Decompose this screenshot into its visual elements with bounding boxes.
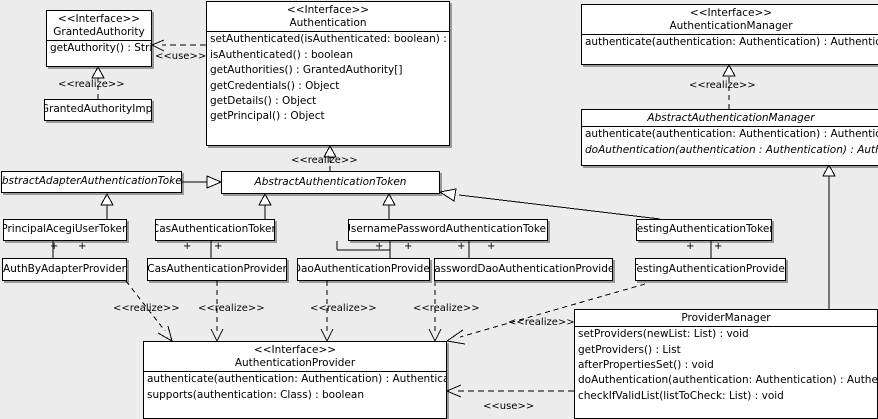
class-header: <<Interface>> GrantedAuthority [47,11,151,40]
class-name: PasswordDaoAuthenticationProvider [434,262,613,275]
association-plus-marker: + [686,241,695,252]
class-name: AuthenticationManager [669,20,793,33]
divider [144,371,446,373]
label-realize-password-dao-provider: <<realize>> [413,303,480,314]
label-realize-abstract-authentication-token: <<realize>> [291,155,358,166]
operation: getAuthority() : String [50,42,152,55]
class-testing-authentication-provider[interactable]: TestingAuthenticationProvider [635,258,786,281]
class-name: CasAuthenticationToken [155,223,275,236]
class-name: DaoAuthenticationProvider [297,262,430,275]
operations-compartment: setAuthenticated(isAuthenticated: boolea… [207,32,449,125]
class-abstract-adapter-authentication-token[interactable]: AbstractAdapterAuthenticationToken [1,171,182,193]
operation: setProviders(newList: List) : void [578,328,749,341]
class-auth-by-adapter-provider[interactable]: AuthByAdapterProvider [2,258,127,281]
operation: getDetails() : Object [210,95,317,107]
operation: doAuthentication(authentication: Authent… [578,374,878,387]
class-name: CasAuthenticationProvider [147,262,287,275]
association-plus-marker: + [214,241,223,252]
class-name: TestingAuthenticationProvider [635,262,786,275]
association-plus-marker: + [183,241,192,252]
label-realize-testing-provider: <<realize>> [508,317,575,328]
label-realize-abstract-authentication-manager: <<realize>> [689,80,756,91]
association-plus-marker: + [404,241,413,252]
class-abstract-authentication-manager[interactable]: AbstractAuthenticationManager authentica… [581,109,878,166]
class-username-password-authentication-token[interactable]: UsernamePasswordAuthenticationToken [348,219,548,241]
class-authentication-provider[interactable]: <<Interface>> AuthenticationProvider aut… [143,341,447,419]
class-principal-acegi-user-token[interactable]: PrincipalAcegiUserToken [3,219,127,241]
association-plus-marker: + [457,241,466,252]
class-header: <<Interface>> AuthenticationManager [582,5,878,34]
label-realize-cas-provider: <<realize>> [198,303,265,314]
class-name: AbstractAuthenticationManager [647,112,815,124]
label-use-granted-authority: <<use>> [155,51,207,62]
class-name: AbstractAuthenticationToken [254,175,407,188]
class-provider-manager[interactable]: ProviderManager setProviders(newList: Li… [574,309,878,419]
class-name: AuthByAdapterProvider [3,262,126,275]
class-name: TestingAuthenticationToken [636,223,772,236]
association-plus-marker: + [714,241,723,252]
operation: checkIfValidList(listToCheck: List) : vo… [578,389,784,402]
operations-compartment: authenticate(authentication: Authenticat… [582,35,878,50]
class-header: <<Interface>> Authentication [207,2,449,31]
operation: supports(authentication: Class) : boolea… [147,388,364,401]
class-authentication[interactable]: <<Interface>> Authentication setAuthenti… [206,1,450,146]
operation: getAuthorities() : GrantedAuthority[] [210,64,403,77]
operations-compartment: authenticate(authentication: Authenticat… [582,127,878,158]
class-name: AbstractAdapterAuthenticationToken [1,175,182,188]
operation: afterPropertiesSet() : void [578,359,714,371]
divider [575,326,877,328]
divider [582,34,878,36]
operation: doAuthentication(authentication : Authen… [585,143,878,156]
class-password-dao-authentication-provider[interactable]: PasswordDaoAuthenticationProvider [434,258,613,281]
label-use-provider-manager: <<use>> [483,401,535,412]
stereotype-label: <<Interface>> [253,344,337,356]
class-dao-authentication-provider[interactable]: DaoAuthenticationProvider [297,258,430,281]
operations-compartment: authenticate(authentication: Authenticat… [144,372,446,403]
class-name: Authentication [289,17,367,30]
association-plus-marker: + [487,241,496,252]
class-header: ProviderManager [575,310,877,326]
association-plus-marker: + [375,241,384,252]
class-name: GrantedAuthority [53,26,145,39]
association-plus-marker: + [78,241,87,252]
class-name: ProviderManager [681,312,771,324]
operation: authenticate(authentication: Authenticat… [585,128,878,141]
class-testing-authentication-token[interactable]: TestingAuthenticationToken [636,219,772,241]
label-realize-dao-provider: <<realize>> [310,303,377,314]
association-plus-marker: + [50,241,59,252]
divider [582,126,878,128]
operation: authenticate(authentication: Authenticat… [585,36,878,49]
class-cas-authentication-provider[interactable]: CasAuthenticationProvider [147,258,287,281]
class-header: AbstractAuthenticationManager [582,110,878,126]
operation: setAuthenticated(isAuthenticated: boolea… [210,33,450,46]
class-name: AuthenticationProvider [234,357,356,370]
class-granted-authority[interactable]: <<Interface>> GrantedAuthority getAuthor… [46,10,152,67]
operation: getProviders() : List [578,343,681,356]
class-authentication-manager[interactable]: <<Interface>> AuthenticationManager auth… [581,4,878,65]
class-name: GrantedAuthorityImpl [44,103,152,116]
operations-compartment: getAuthority() : String [47,41,151,56]
label-realize-granted-authority-impl: <<realize>> [58,79,125,90]
label-realize-auth-by-adapter-provider: <<realize>> [113,303,180,314]
operation: getCredentials() : Object [210,79,340,92]
operation: authenticate(authentication: Authenticat… [147,373,447,386]
class-header: <<Interface>> AuthenticationProvider [144,342,446,371]
divider [47,40,151,42]
class-abstract-authentication-token[interactable]: AbstractAuthenticationToken [221,171,440,194]
class-cas-authentication-token[interactable]: CasAuthenticationToken [155,219,275,241]
stereotype-label: <<Interface>> [57,13,141,25]
class-granted-authority-impl[interactable]: GrantedAuthorityImpl [44,99,152,121]
divider [207,31,449,33]
operation: getPrincipal() : Object [210,110,325,123]
class-name: UsernamePasswordAuthenticationToken [348,223,548,236]
stereotype-label: <<Interface>> [689,7,773,19]
operation: isAuthenticated() : boolean [210,48,353,61]
stereotype-label: <<Interface>> [286,4,370,16]
operations-compartment: setProviders(newList: List) : void getPr… [575,327,877,404]
class-name: PrincipalAcegiUserToken [3,223,127,236]
